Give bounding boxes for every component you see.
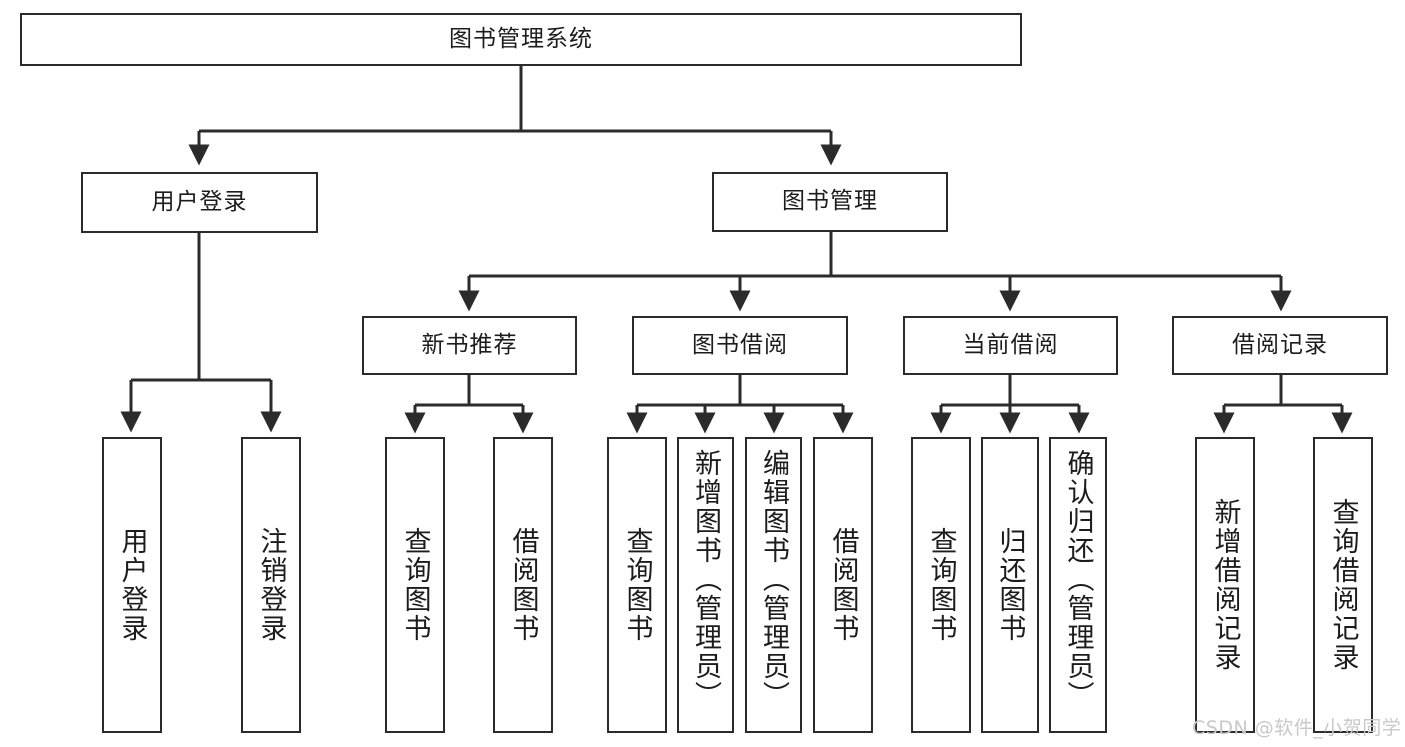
node-book-management[interactable]: 图书管理 (712, 172, 948, 232)
node-label: 查询借阅记录 (1327, 498, 1359, 672)
leaf-edit-book-admin[interactable]: 编辑图书（管理员） (745, 437, 802, 733)
leaf-user-login[interactable]: 用户登录 (102, 437, 162, 733)
node-label: 借阅图书 (507, 527, 539, 643)
node-label: 注销登录 (255, 527, 287, 643)
leaf-borrow-books[interactable]: 借阅图书 (813, 437, 873, 733)
leaf-return-books[interactable]: 归还图书 (981, 437, 1039, 733)
node-label: 图书借阅 (692, 331, 788, 358)
node-label: 查询图书 (621, 527, 653, 643)
leaf-confirm-return-admin[interactable]: 确认归还（管理员） (1049, 437, 1107, 733)
leaf-query-borrow-record[interactable]: 查询借阅记录 (1313, 437, 1373, 733)
node-label: 查询图书 (399, 527, 431, 643)
node-label: 图书管理系统 (449, 25, 593, 52)
node-label: 借阅记录 (1232, 331, 1328, 358)
node-label: 确认归还（管理员） (1062, 449, 1094, 710)
node-label: 新增借阅记录 (1209, 498, 1241, 672)
node-borrow-records[interactable]: 借阅记录 (1172, 316, 1388, 375)
leaf-add-book-admin[interactable]: 新增图书（管理员） (677, 437, 734, 733)
node-label: 用户登录 (151, 188, 248, 215)
node-user-login[interactable]: 用户登录 (81, 172, 318, 233)
node-label: 当前借阅 (962, 331, 1059, 358)
node-root[interactable]: 图书管理系统 (20, 13, 1022, 66)
node-label: 查询图书 (925, 527, 957, 643)
node-label: 新增图书（管理员） (690, 449, 721, 710)
node-new-book-recommendation[interactable]: 新书推荐 (362, 316, 577, 375)
leaf-add-borrow-record[interactable]: 新增借阅记录 (1195, 437, 1255, 733)
leaf-query-books-newbook[interactable]: 查询图书 (385, 437, 445, 733)
node-label: 归还图书 (994, 527, 1026, 643)
node-book-borrowing[interactable]: 图书借阅 (632, 316, 848, 375)
node-label: 图书管理 (782, 188, 878, 215)
node-current-borrowing[interactable]: 当前借阅 (903, 316, 1118, 375)
leaf-query-books-current[interactable]: 查询图书 (911, 437, 971, 733)
leaf-borrow-books-newbook[interactable]: 借阅图书 (493, 437, 553, 733)
node-label: 用户登录 (116, 527, 148, 643)
leaf-logout[interactable]: 注销登录 (241, 437, 301, 733)
node-label: 新书推荐 (421, 331, 518, 358)
node-label: 编辑图书（管理员） (758, 449, 789, 710)
leaf-query-books-borrow[interactable]: 查询图书 (607, 437, 667, 733)
node-label: 借阅图书 (827, 527, 859, 643)
